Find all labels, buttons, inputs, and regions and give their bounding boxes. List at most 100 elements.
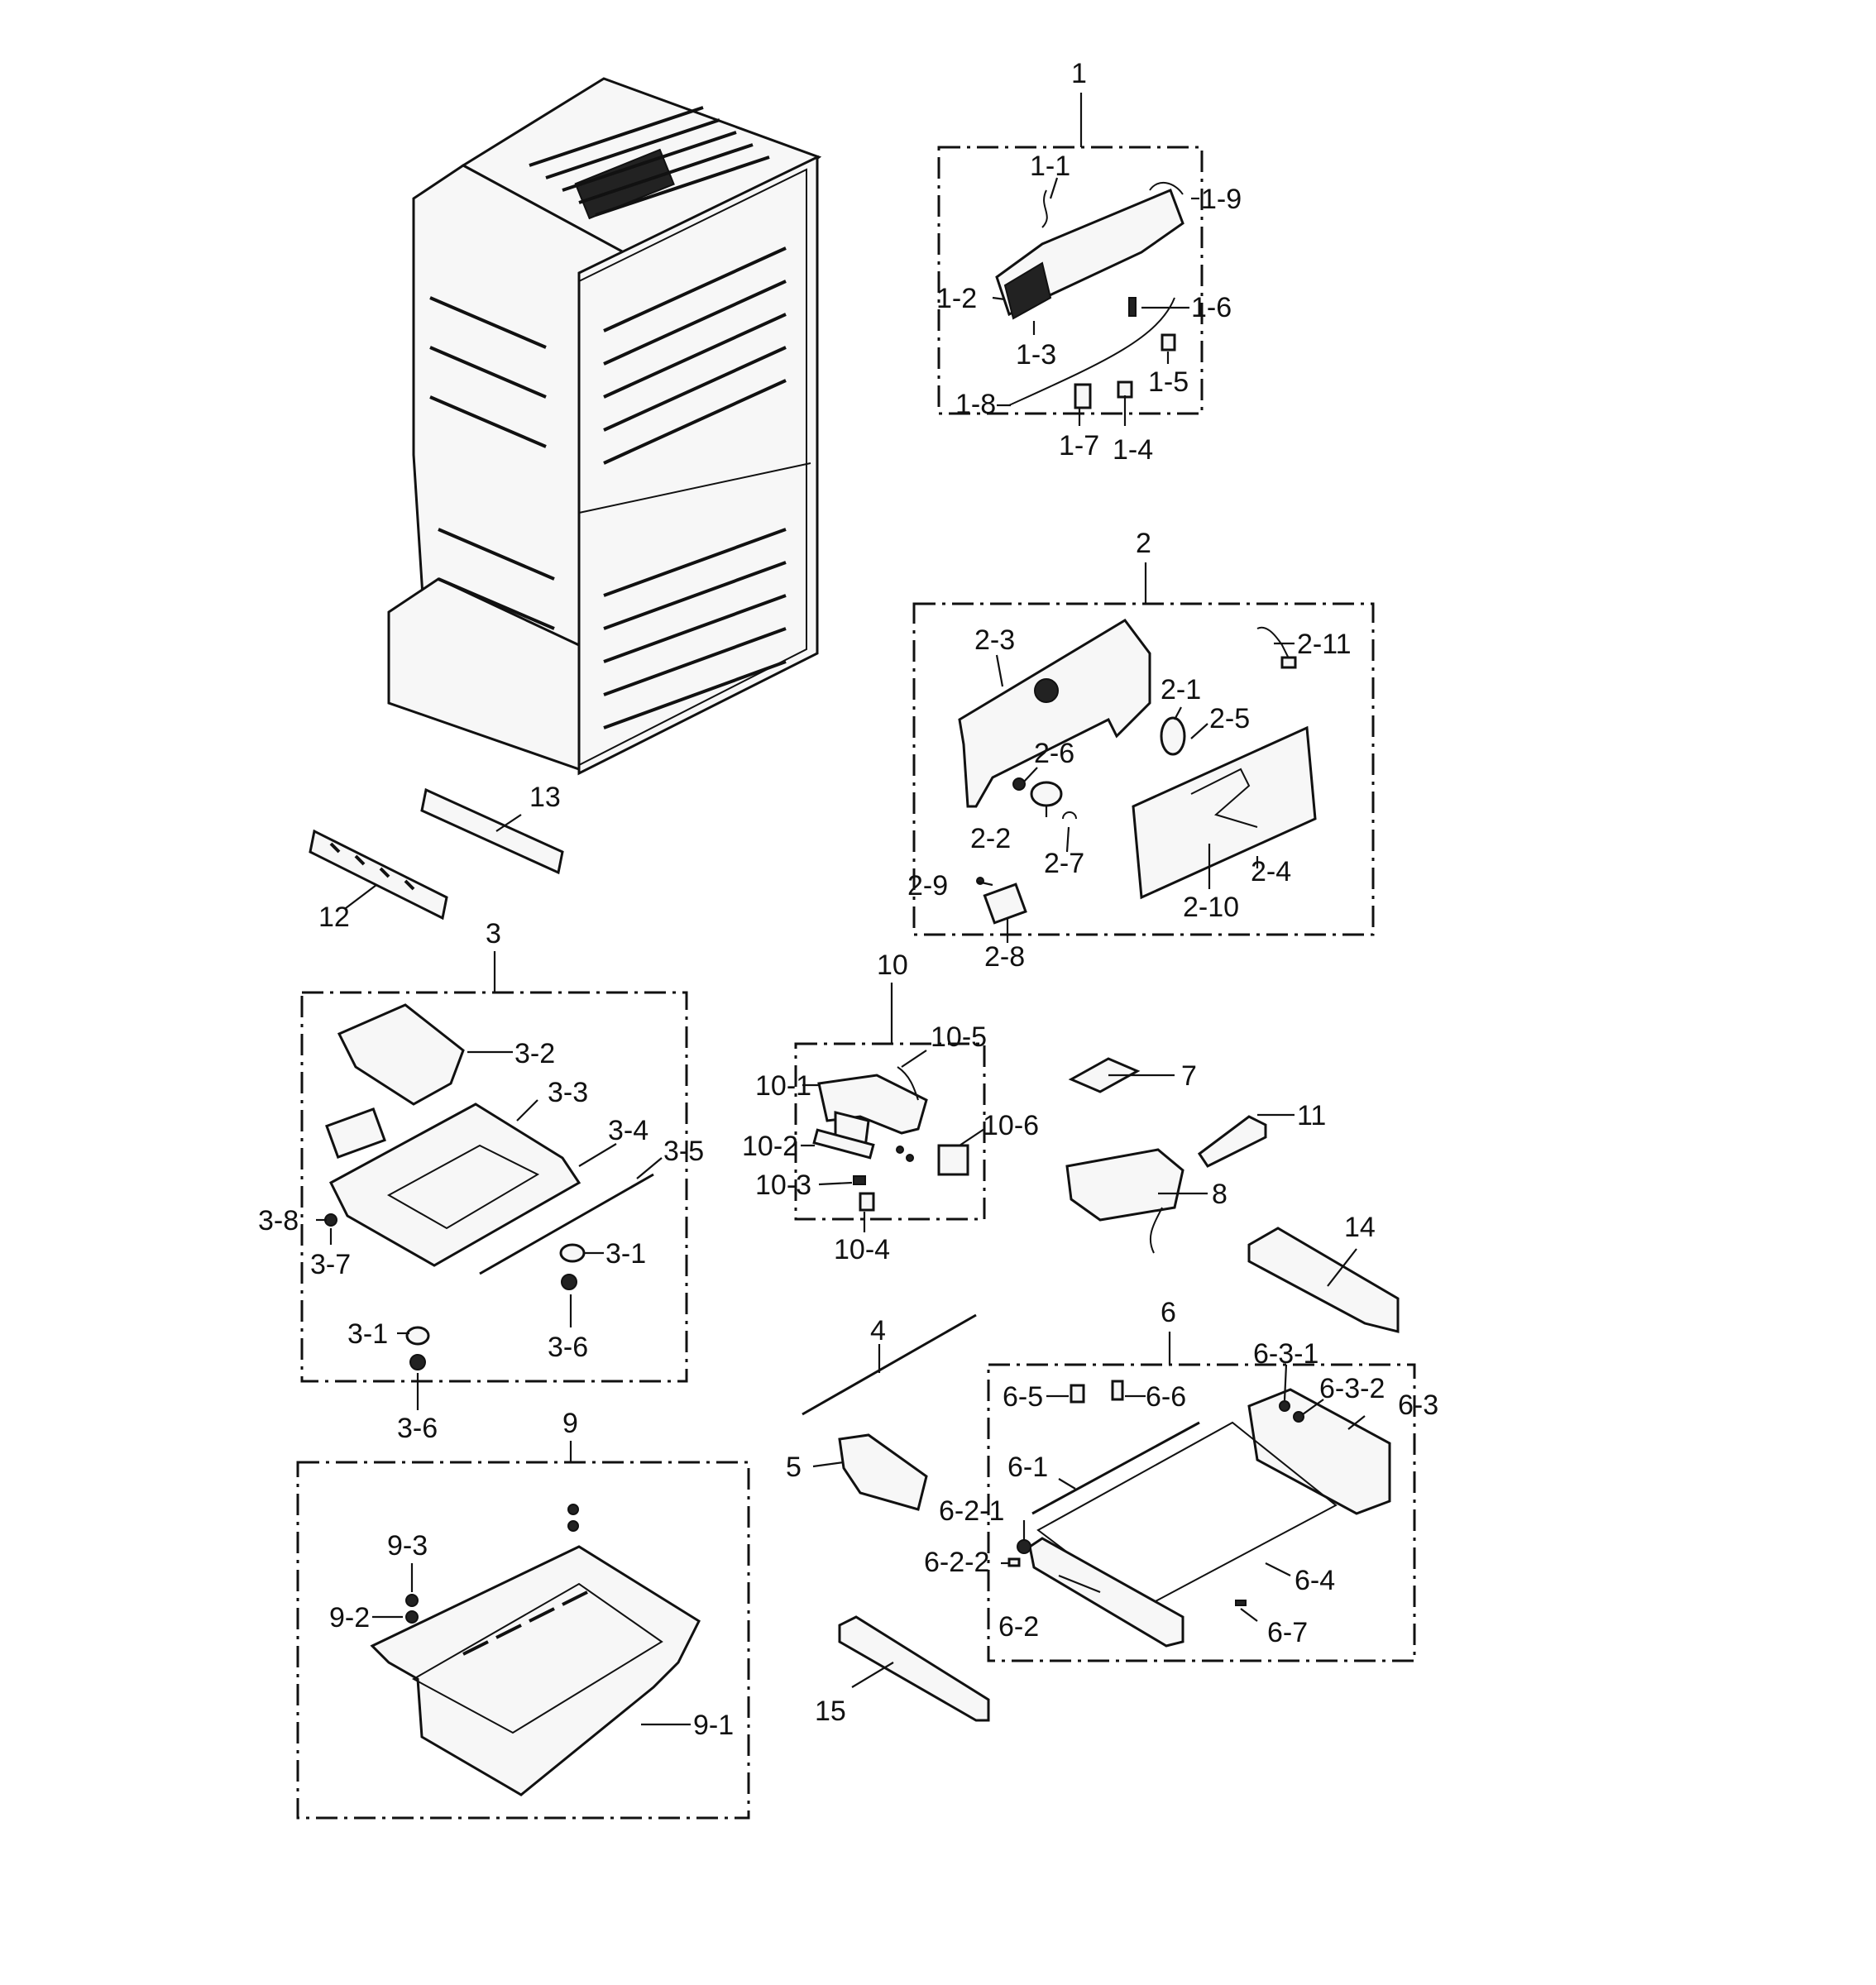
- label-1-4: 1-4: [1113, 434, 1153, 466]
- label-6-2: 6-2: [998, 1611, 1039, 1643]
- group-9-box: [296, 1461, 750, 1820]
- label-8: 8: [1212, 1179, 1228, 1210]
- label-2-7: 2-7: [1044, 848, 1084, 879]
- part-3-3: [329, 1103, 581, 1267]
- group-6-freezer-rail-assembly: 6 6-5 6-6 6-3-1 6-3-2 6-3 6-1 6-: [924, 1297, 1438, 1662]
- group-1-control-assembly: 1 1-1 1-9 1-2 1-6 1-3 1-5 1-8 1-7 1-4: [936, 58, 1242, 466]
- label-14: 14: [1344, 1212, 1376, 1243]
- part-3-2: [337, 1003, 465, 1106]
- label-10: 10: [877, 949, 908, 981]
- label-10-3: 10-3: [755, 1169, 811, 1201]
- label-9-3: 9-3: [387, 1530, 428, 1562]
- label-3-4: 3-4: [608, 1115, 648, 1146]
- part-4-bar: 4: [802, 1313, 977, 1416]
- label-2-8: 2-8: [984, 941, 1025, 973]
- label-4: 4: [870, 1315, 886, 1346]
- part-6-6: [1111, 1380, 1124, 1401]
- part-10-4: [859, 1192, 875, 1212]
- label-6-2-2: 6-2-2: [924, 1547, 989, 1578]
- part-13-rail: 13: [420, 782, 564, 875]
- part-2-3: [958, 619, 1151, 808]
- part-1-6: [1128, 297, 1137, 317]
- label-3-6-left: 3-6: [397, 1413, 438, 1444]
- label-3: 3: [486, 918, 501, 949]
- part-7: 7: [1068, 1057, 1197, 1093]
- label-3-1-right: 3-1: [605, 1238, 646, 1270]
- label-9: 9: [562, 1408, 578, 1439]
- part-6-2-2: [1007, 1557, 1021, 1567]
- refrigerator-cabinet: [387, 77, 822, 776]
- label-2-9: 2-9: [907, 870, 948, 902]
- part-3-1-right: [559, 1243, 586, 1263]
- label-3-1-left: 3-1: [347, 1318, 388, 1350]
- label-5: 5: [786, 1452, 802, 1483]
- part-6-5: [1070, 1384, 1085, 1404]
- label-2: 2: [1136, 528, 1151, 559]
- label-7: 7: [1181, 1060, 1197, 1092]
- part-10-2: [812, 1128, 875, 1160]
- part-6-2: [1028, 1537, 1184, 1648]
- label-10-4: 10-4: [834, 1234, 890, 1265]
- label-10-2: 10-2: [742, 1131, 798, 1162]
- part-1-4: [1117, 380, 1133, 399]
- label-10-5: 10-5: [931, 1021, 987, 1053]
- group-10-ice-maker: 10 10-5 10-1 10-6 10-2 10-3 10-4: [742, 949, 1039, 1265]
- part-14: 14: [1247, 1212, 1400, 1333]
- label-15: 15: [815, 1696, 846, 1727]
- group-2-evaporator-cover: 2 2-3 2-11 2-1 2-5 2-6 2-2: [907, 528, 1375, 973]
- part-6-3: [1247, 1388, 1391, 1515]
- part-9-1: [370, 1545, 701, 1796]
- group-9-freezer-basket: 9 9-3 9-2 9-1: [296, 1408, 750, 1820]
- label-13: 13: [529, 782, 561, 813]
- label-1-7: 1-7: [1059, 430, 1099, 462]
- label-10-1: 10-1: [755, 1070, 811, 1102]
- part-6-2-1: [1017, 1539, 1031, 1554]
- label-10-6: 10-6: [983, 1110, 1039, 1141]
- label-6-3: 6-3: [1398, 1390, 1438, 1421]
- label-1: 1: [1071, 58, 1087, 89]
- label-3-7: 3-7: [310, 1249, 351, 1280]
- label-2-1: 2-1: [1161, 674, 1201, 706]
- label-1-9: 1-9: [1201, 184, 1242, 215]
- part-2-8: [983, 882, 1027, 925]
- part-5-divider: 5: [786, 1433, 928, 1511]
- part-15-cover: 15: [815, 1615, 990, 1727]
- label-6-7: 6-7: [1267, 1617, 1308, 1648]
- label-9-2: 9-2: [329, 1602, 370, 1633]
- group-1-box: [937, 146, 1204, 415]
- part-2-1: [1160, 716, 1186, 756]
- label-2-11: 2-11: [1297, 629, 1352, 660]
- label-6-5: 6-5: [1003, 1381, 1043, 1413]
- label-3-6-right: 3-6: [548, 1332, 588, 1363]
- label-1-8: 1-8: [955, 389, 996, 420]
- part-1-7: [1074, 383, 1092, 409]
- part-3-1-left: [405, 1326, 430, 1346]
- group-2-box: [912, 602, 1375, 936]
- group-6-box: [987, 1363, 1416, 1662]
- label-6: 6: [1161, 1297, 1176, 1328]
- label-3-5: 3-5: [663, 1136, 704, 1167]
- label-6-4: 6-4: [1295, 1565, 1335, 1596]
- label-2-6: 2-6: [1034, 738, 1074, 769]
- label-3-2: 3-2: [514, 1038, 555, 1069]
- label-2-2: 2-2: [970, 823, 1011, 854]
- label-1-2: 1-2: [936, 283, 977, 314]
- part-3-5: [479, 1173, 654, 1275]
- label-2-3: 2-3: [974, 624, 1015, 656]
- part-8: 8: [1065, 1148, 1228, 1254]
- label-2-5: 2-5: [1209, 703, 1250, 734]
- label-11: 11: [1297, 1100, 1326, 1131]
- part-10-3: [853, 1175, 866, 1185]
- part-11: 11: [1197, 1100, 1326, 1168]
- label-2-4: 2-4: [1251, 856, 1291, 887]
- label-6-3-2: 6-3-2: [1319, 1373, 1385, 1404]
- part-6-1: [1031, 1421, 1200, 1515]
- label-6-2-1: 6-2-1: [939, 1495, 1004, 1527]
- part-10-6: [937, 1144, 969, 1176]
- label-6-1: 6-1: [1007, 1452, 1048, 1483]
- label-6-6: 6-6: [1146, 1381, 1186, 1413]
- part-6-7: [1235, 1600, 1247, 1606]
- label-2-10: 2-10: [1183, 892, 1239, 923]
- label-3-8: 3-8: [258, 1205, 299, 1236]
- group-10-box: [794, 1042, 986, 1221]
